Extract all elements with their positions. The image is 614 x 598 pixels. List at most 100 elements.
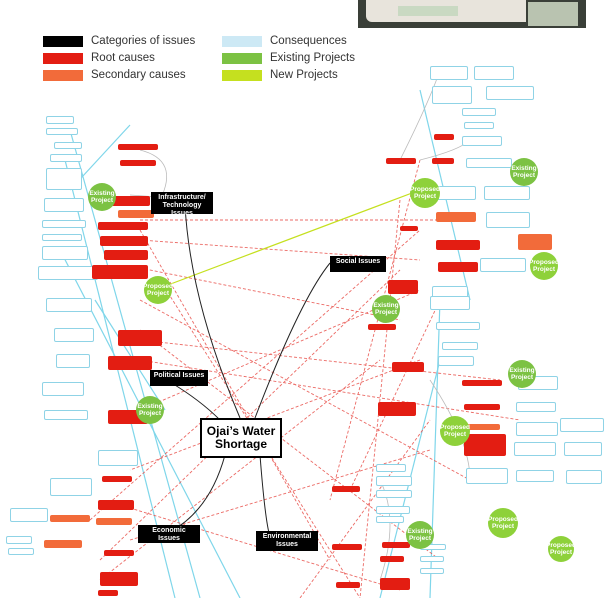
consequence-node [432, 86, 472, 104]
consequence-node [44, 198, 84, 212]
root-cause-node [380, 578, 410, 590]
proposed-project-circle: Proposed Project [529, 252, 559, 280]
root-cause-node [98, 590, 118, 596]
proposed-project-circle: Proposed Project [488, 508, 518, 538]
root-cause-node [104, 550, 134, 556]
root-cause-node [462, 380, 502, 386]
root-cause-node [104, 250, 148, 260]
consequence-node [480, 258, 526, 272]
root-cause-node [400, 226, 418, 231]
consequence-node [466, 158, 512, 168]
root-cause-node [110, 196, 150, 206]
root-cause-node [380, 556, 404, 562]
consequence-node [42, 382, 84, 396]
legend-item-root-causes: Root causes [43, 52, 155, 64]
legend-swatch [43, 35, 83, 47]
root-cause-node [120, 160, 156, 166]
consequence-node [46, 128, 78, 135]
root-cause-node [438, 262, 478, 272]
root-cause-node [98, 500, 134, 510]
root-cause-node [108, 356, 152, 370]
proposed-project-circle: Proposed Project [143, 276, 173, 304]
root-cause-node [432, 158, 454, 164]
existing-project-circle: Existing Project [508, 360, 536, 388]
secondary-cause-node [464, 424, 500, 430]
consequence-node [50, 478, 92, 496]
consequence-node [38, 266, 98, 280]
legend-swatch [222, 35, 262, 47]
consequence-node [462, 136, 502, 146]
consequence-node [420, 568, 444, 574]
secondary-cause-node [518, 234, 552, 250]
legend-swatch [43, 69, 83, 81]
consequence-node [466, 468, 508, 484]
legend-item-secondary-causes: Secondary causes [43, 69, 186, 81]
consequence-node [42, 246, 88, 260]
legend-label: Categories of issues [91, 35, 196, 47]
legend-item-new-projects: New Projects [222, 69, 338, 81]
consequence-node [376, 464, 406, 472]
consequence-node [564, 442, 602, 456]
root-cause-node [436, 240, 480, 250]
existing-project-circle: Existing Project [510, 158, 538, 186]
secondary-cause-node [44, 540, 82, 548]
consequence-node [514, 442, 556, 456]
legend-label: Root causes [91, 52, 155, 64]
root-cause-node [388, 280, 418, 294]
root-cause-node [332, 544, 362, 550]
legend-item-consequences: Consequences [222, 35, 347, 47]
consequence-node [430, 66, 468, 80]
root-cause-node [118, 330, 162, 346]
consequence-node [486, 212, 530, 228]
root-cause-node [386, 158, 416, 164]
proposed-project-circle: Proposed Project [546, 536, 576, 562]
consequence-node [438, 356, 474, 366]
root-cause-node [392, 362, 424, 372]
consequence-node [430, 296, 470, 310]
consequence-node [516, 470, 554, 482]
legend-item-categories: Categories of issues [43, 35, 195, 47]
root-cause-node [382, 542, 410, 548]
consequence-node [46, 116, 74, 124]
root-cause-node [336, 582, 360, 588]
category-environmental: Environmental Issues [256, 531, 318, 551]
root-cause-node [332, 486, 360, 492]
root-cause-node [98, 222, 148, 230]
root-cause-node [368, 324, 396, 330]
category-political: Political Issues [150, 370, 208, 386]
consequence-node [44, 410, 88, 420]
root-cause-node [118, 144, 158, 150]
root-cause-node [378, 402, 416, 416]
consequence-node [484, 186, 530, 200]
legend-label: Secondary causes [91, 69, 186, 81]
consequence-node [56, 354, 90, 368]
existing-project-link [159, 189, 421, 289]
secondary-cause-node [118, 210, 154, 218]
secondary-cause-node [436, 212, 476, 222]
consequence-node [8, 548, 34, 555]
root-cause-node [434, 134, 454, 140]
consequence-node [420, 556, 444, 562]
diagram-title: Ojai’s Water Shortage [200, 418, 282, 458]
grey-lines [129, 69, 471, 581]
consequence-node [376, 490, 412, 498]
consequence-node [464, 122, 494, 129]
consequence-node [486, 86, 534, 100]
root-cause-node [464, 434, 506, 456]
category-infrastructure: Infrastructure/ Technology Issues [151, 192, 213, 217]
consequence-node [10, 508, 48, 522]
root-cause-node [100, 572, 138, 586]
root-cause-node [464, 404, 500, 410]
root-cause-node [100, 236, 148, 246]
existing-project-circle: Existing Project [372, 295, 400, 323]
consequence-node [6, 536, 32, 544]
consequence-node [46, 168, 82, 190]
consequence-node [42, 220, 86, 228]
legend-label: Consequences [270, 35, 347, 47]
existing-project-circle: Existing Project [136, 396, 164, 424]
consequence-node [98, 450, 138, 466]
legend-swatch [43, 52, 83, 64]
legend-label: New Projects [270, 69, 338, 81]
consequence-node [50, 154, 82, 162]
secondary-cause-node [50, 515, 90, 522]
